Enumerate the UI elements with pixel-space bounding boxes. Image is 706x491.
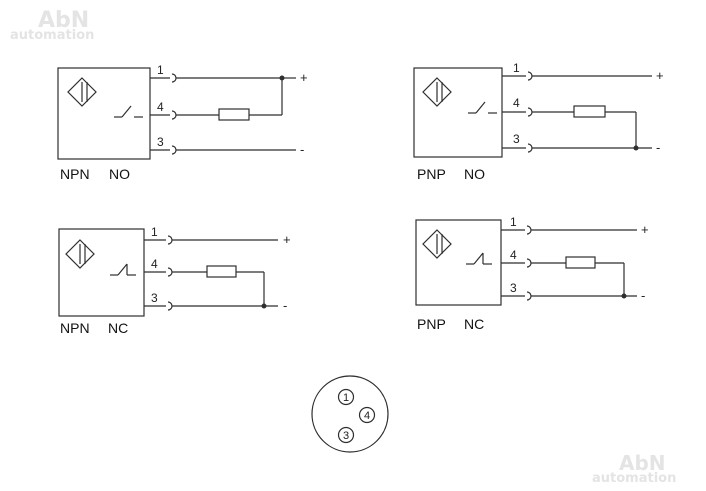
pin-1-line	[501, 225, 637, 235]
positive-terminal-label: +	[300, 70, 308, 85]
pin-4-label: 4	[157, 100, 164, 114]
pin-1-label: 1	[513, 61, 520, 75]
load-resistor	[565, 256, 596, 269]
pin-3-label: 3	[157, 135, 164, 149]
output-type-label: NPN	[60, 320, 90, 336]
no-switch-icon	[468, 101, 497, 114]
circuit-npn-no: 1 4 3 + - NPN NO	[57, 63, 308, 182]
switch-mode-label: NO	[109, 166, 130, 182]
pin-3-line	[502, 143, 652, 153]
load-resistor	[206, 265, 237, 278]
switch-mode-label: NO	[464, 166, 485, 182]
watermark-subtitle: automation	[10, 28, 94, 43]
junction-dot	[633, 145, 639, 151]
watermark-top-left: AbN automation	[10, 8, 94, 43]
pin-4-label: 4	[513, 96, 520, 110]
circuit-pnp-nc: 1 4 3 + - PNP NC	[415, 215, 649, 332]
circuit-npn-nc: 1 4 3 + - NPN NC	[58, 225, 291, 336]
circuit-pnp-no: 1 4 3 + - PNP NO	[413, 61, 664, 182]
connector-pinout: 1 4 3	[311, 375, 389, 453]
pin-3-line	[150, 145, 296, 155]
switch-mode-label: NC	[108, 320, 128, 336]
positive-terminal-label: +	[283, 232, 291, 247]
load-resistor	[218, 108, 250, 121]
sensor-body	[58, 228, 145, 317]
pin-3-line	[501, 291, 637, 301]
output-type-label: PNP	[417, 316, 446, 332]
pin-1-line	[150, 73, 282, 83]
connector-pin-3: 3	[337, 426, 355, 444]
negative-terminal-label: -	[300, 142, 304, 157]
sensor-symbol-icon	[422, 229, 452, 259]
connector-pin-4-label: 4	[364, 410, 370, 422]
pin-4-label: 4	[510, 248, 517, 262]
pin-1-line	[502, 71, 652, 81]
watermark-bottom-right: AbN automation	[592, 451, 676, 486]
negative-terminal-label: -	[656, 140, 660, 155]
pin-4-line	[501, 258, 566, 268]
connector-pin-1-label: 1	[343, 392, 349, 404]
output-type-label: PNP	[417, 166, 446, 182]
output-type-label: NPN	[60, 166, 90, 182]
positive-terminal-label: +	[641, 222, 649, 237]
connector-pin-4: 4	[358, 406, 376, 424]
sensor-body	[57, 67, 151, 160]
sensor-symbol-icon	[65, 239, 95, 269]
sensor-symbol-icon	[67, 77, 97, 107]
no-switch-icon	[114, 105, 143, 118]
pin-4-label: 4	[151, 257, 158, 271]
pin-1-line	[144, 235, 278, 245]
connector-pin-3-label: 3	[343, 430, 349, 442]
connector-pin-1: 1	[337, 388, 355, 406]
pin-3-label: 3	[510, 281, 517, 295]
pin-3-label: 3	[513, 132, 520, 146]
negative-terminal-label: -	[283, 298, 287, 313]
pin-1-label: 1	[157, 63, 164, 77]
watermark-title: AbN	[619, 451, 666, 475]
pin-4-line	[150, 110, 219, 120]
watermark-subtitle: automation	[592, 471, 676, 486]
pin-3-label: 3	[151, 291, 158, 305]
junction-dot	[621, 293, 627, 299]
positive-terminal-label: +	[656, 68, 664, 83]
pin-3-line	[144, 301, 278, 311]
pin-1-label: 1	[510, 215, 517, 229]
sensor-symbol-icon	[422, 77, 452, 107]
load-resistor	[573, 105, 606, 118]
pin-4-line	[502, 107, 574, 117]
negative-terminal-label: -	[641, 288, 645, 303]
sensor-body	[415, 219, 502, 306]
sensor-body	[413, 67, 503, 158]
switch-mode-label: NC	[464, 316, 484, 332]
connector-outline	[311, 375, 389, 453]
nc-switch-icon	[466, 252, 492, 265]
pin-4-line	[144, 267, 207, 277]
nc-switch-icon	[110, 263, 136, 276]
junction-dot	[261, 303, 267, 309]
pin-1-label: 1	[151, 225, 158, 239]
watermark-title: AbN	[38, 8, 89, 33]
